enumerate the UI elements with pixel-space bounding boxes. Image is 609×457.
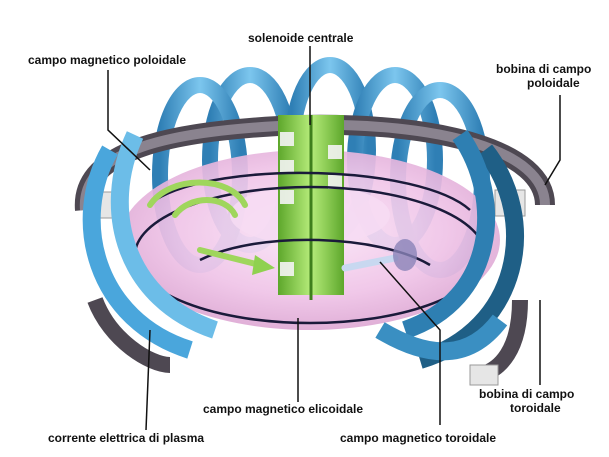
label-corrente-plasma: corrente elettrica di plasma: [48, 431, 204, 445]
label-campo-elicoidale: campo magnetico elicoidale: [203, 402, 363, 416]
label-bobina-poloidale-line2: poloidale: [527, 76, 580, 90]
label-campo-poloidale: campo magnetico poloidale: [28, 53, 186, 67]
label-bobina-toroidale-line2: toroidale: [510, 401, 561, 415]
label-solenoide-centrale: solenoide centrale: [248, 31, 353, 45]
label-bobina-poloidale-line1: bobina di campo: [496, 62, 591, 76]
label-bobina-toroidale-line1: bobina di campo: [479, 387, 574, 401]
central-solenoid: [278, 115, 344, 300]
label-campo-toroidale: campo magnetico toroidale: [340, 431, 496, 445]
